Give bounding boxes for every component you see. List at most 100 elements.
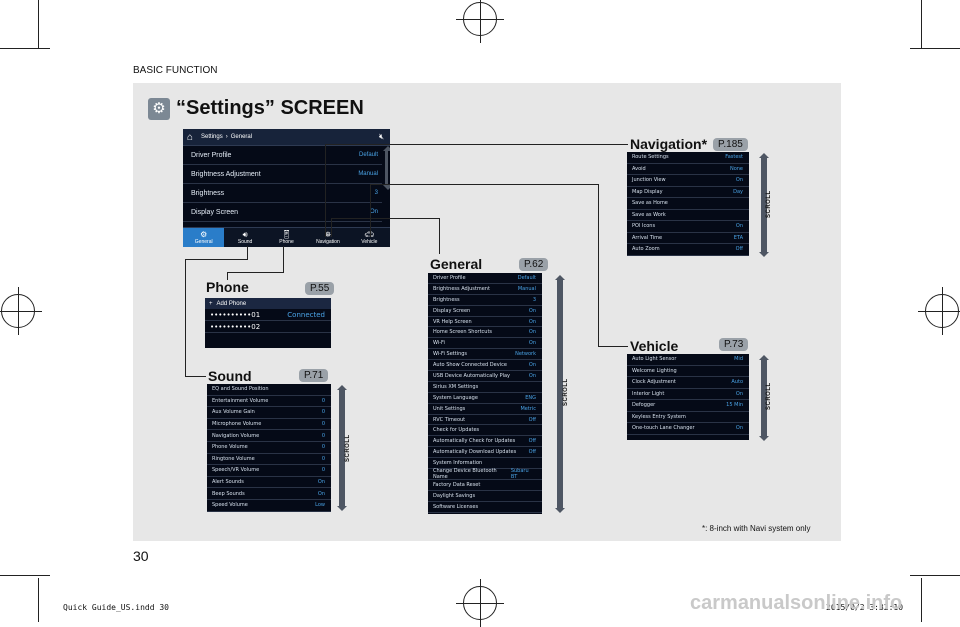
navigation-setting-value: ETA: [733, 234, 743, 241]
crop-mark: [921, 578, 922, 622]
sound-setting-row[interactable]: EQ and Sound Position: [207, 384, 331, 396]
general-setting-row[interactable]: Daylight Savings: [428, 491, 542, 502]
navigation-setting-label: Save as Home: [632, 200, 668, 207]
crop-mark: [910, 575, 960, 576]
main-setting-label: Brightness: [191, 189, 225, 197]
general-setting-row[interactable]: Automatically Check for Updates Off: [428, 436, 542, 448]
general-setting-label: Automatically Check for Updates: [433, 438, 516, 445]
phone-setting-label: ••••••••••02: [210, 322, 261, 331]
vehicle-setting-row[interactable]: Welcome Lighting: [627, 366, 749, 377]
phone-callout-line: [227, 272, 284, 273]
tab-general[interactable]: ⚙General: [183, 228, 225, 247]
phone-page-ref: P.55: [305, 282, 335, 295]
sound-scroll-label: SCROLL: [345, 434, 351, 462]
breadcrumb-root[interactable]: Settings: [201, 134, 223, 140]
general-setting-label: Driver Profile: [433, 274, 466, 281]
tab-phone[interactable]: 📱︎Phone: [266, 228, 307, 247]
sound-setting-value: 0: [321, 444, 325, 451]
vehicle-setting-label: Keyless Entry System: [632, 413, 686, 420]
general-setting-row[interactable]: Sirius XM Settings: [428, 382, 542, 393]
general-setting-value: Off: [528, 449, 536, 456]
general-setting-value: Off: [528, 438, 536, 445]
home-icon[interactable]: ⌂: [187, 131, 194, 143]
general-callout-line: [439, 218, 440, 254]
tab-navigation[interactable]: ⛯Navigation: [307, 228, 348, 247]
general-setting-row[interactable]: Software Licenses: [428, 502, 542, 513]
tab-label: General: [194, 239, 213, 245]
vehicle-setting-label: Defogger: [632, 402, 656, 409]
vehicle-callout-line: [598, 184, 599, 346]
vehicle-setting-value: On: [735, 425, 743, 432]
general-setting-label: Sirius XM Settings: [433, 383, 479, 390]
navigation-setting-value: Fastest: [725, 154, 743, 161]
general-setting-row[interactable]: System Information: [428, 458, 542, 470]
general-setting-label: USB Device Automatically Play: [433, 372, 511, 379]
general-setting-value: On: [528, 307, 536, 314]
sound-setting-label: Microphone Volume: [212, 421, 262, 428]
general-setting-label: Home Screen Shortcuts: [433, 329, 493, 336]
vehicle-setting-row[interactable]: Keyless Entry System: [627, 412, 749, 423]
tab-sound[interactable]: 🔊︎Sound: [224, 228, 265, 247]
navigation-setting-row[interactable]: Save as Home: [627, 198, 749, 210]
general-setting-value: 3: [532, 296, 536, 303]
mute-icon[interactable]: 🔇︎: [378, 132, 384, 141]
sound-setting-value: 0: [321, 467, 325, 474]
sound-scrollbar: [337, 385, 347, 511]
general-setting-row[interactable]: Check for Updates: [428, 425, 542, 437]
general-setting-row[interactable]: Factory Data Reset: [428, 480, 542, 491]
add-phone-row[interactable]: + Add Phone: [205, 298, 331, 309]
sound-setting-value: 0: [321, 397, 325, 404]
navigation-setting-row[interactable]: Save as Work: [627, 210, 749, 221]
registration-mark: [456, 579, 504, 627]
phone-setting-row[interactable]: ••••••••••02: [205, 321, 331, 333]
sound-setting-value: 0: [321, 432, 325, 439]
vehicle-scrollbar: [759, 355, 769, 441]
tab-label: Navigation: [316, 239, 340, 245]
footer-timestamp: 2015/0/2 3:32:10: [826, 603, 904, 612]
main-scrollbar[interactable]: [383, 146, 390, 190]
tab-vehicle[interactable]: 🚗︎Vehicle: [349, 228, 390, 247]
